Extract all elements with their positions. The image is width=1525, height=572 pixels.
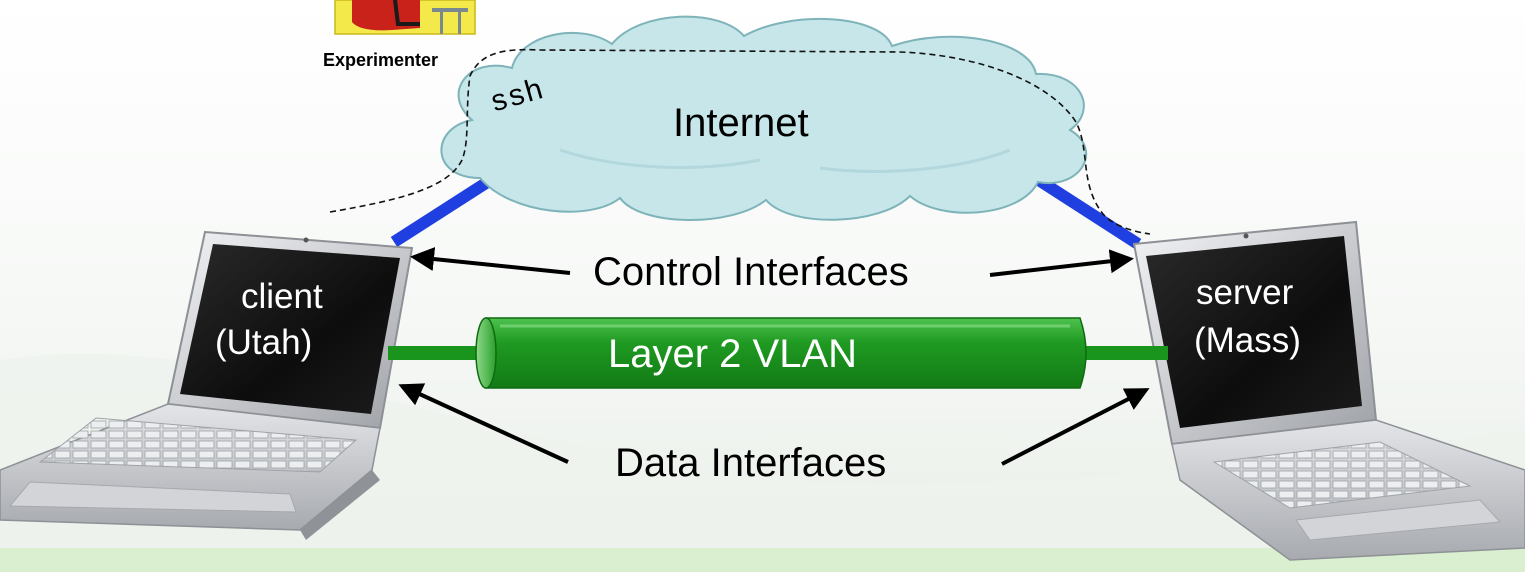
experimenter-label: Experimenter xyxy=(323,50,438,70)
control-link-client xyxy=(390,177,490,248)
client-name: client xyxy=(241,277,323,316)
server-laptop xyxy=(1132,220,1525,561)
experimenter-image xyxy=(334,0,476,35)
data-link-client xyxy=(388,346,488,360)
internet-cloud xyxy=(440,15,1088,221)
footer-band xyxy=(0,548,1525,572)
arrow-data-server xyxy=(1001,388,1150,466)
client-laptop xyxy=(0,230,414,540)
arrow-control-client xyxy=(410,247,571,275)
client-location: (Utah) xyxy=(215,323,312,362)
vlan-tube xyxy=(475,317,1087,389)
server-location: (Mass) xyxy=(1194,321,1301,360)
control-interfaces-label: Control Interfaces xyxy=(593,250,909,294)
data-link-server xyxy=(1082,346,1168,360)
vlan-label: Layer 2 VLAN xyxy=(608,332,857,376)
arrow-data-client xyxy=(398,383,569,464)
server-name: server xyxy=(1196,273,1294,312)
internet-label: Internet xyxy=(673,101,809,145)
server-screen xyxy=(1146,236,1362,428)
client-screen xyxy=(180,244,400,414)
ssh-session-path xyxy=(329,48,1151,235)
data-interfaces-label: Data Interfaces xyxy=(615,441,886,485)
arrow-control-server xyxy=(989,249,1134,277)
